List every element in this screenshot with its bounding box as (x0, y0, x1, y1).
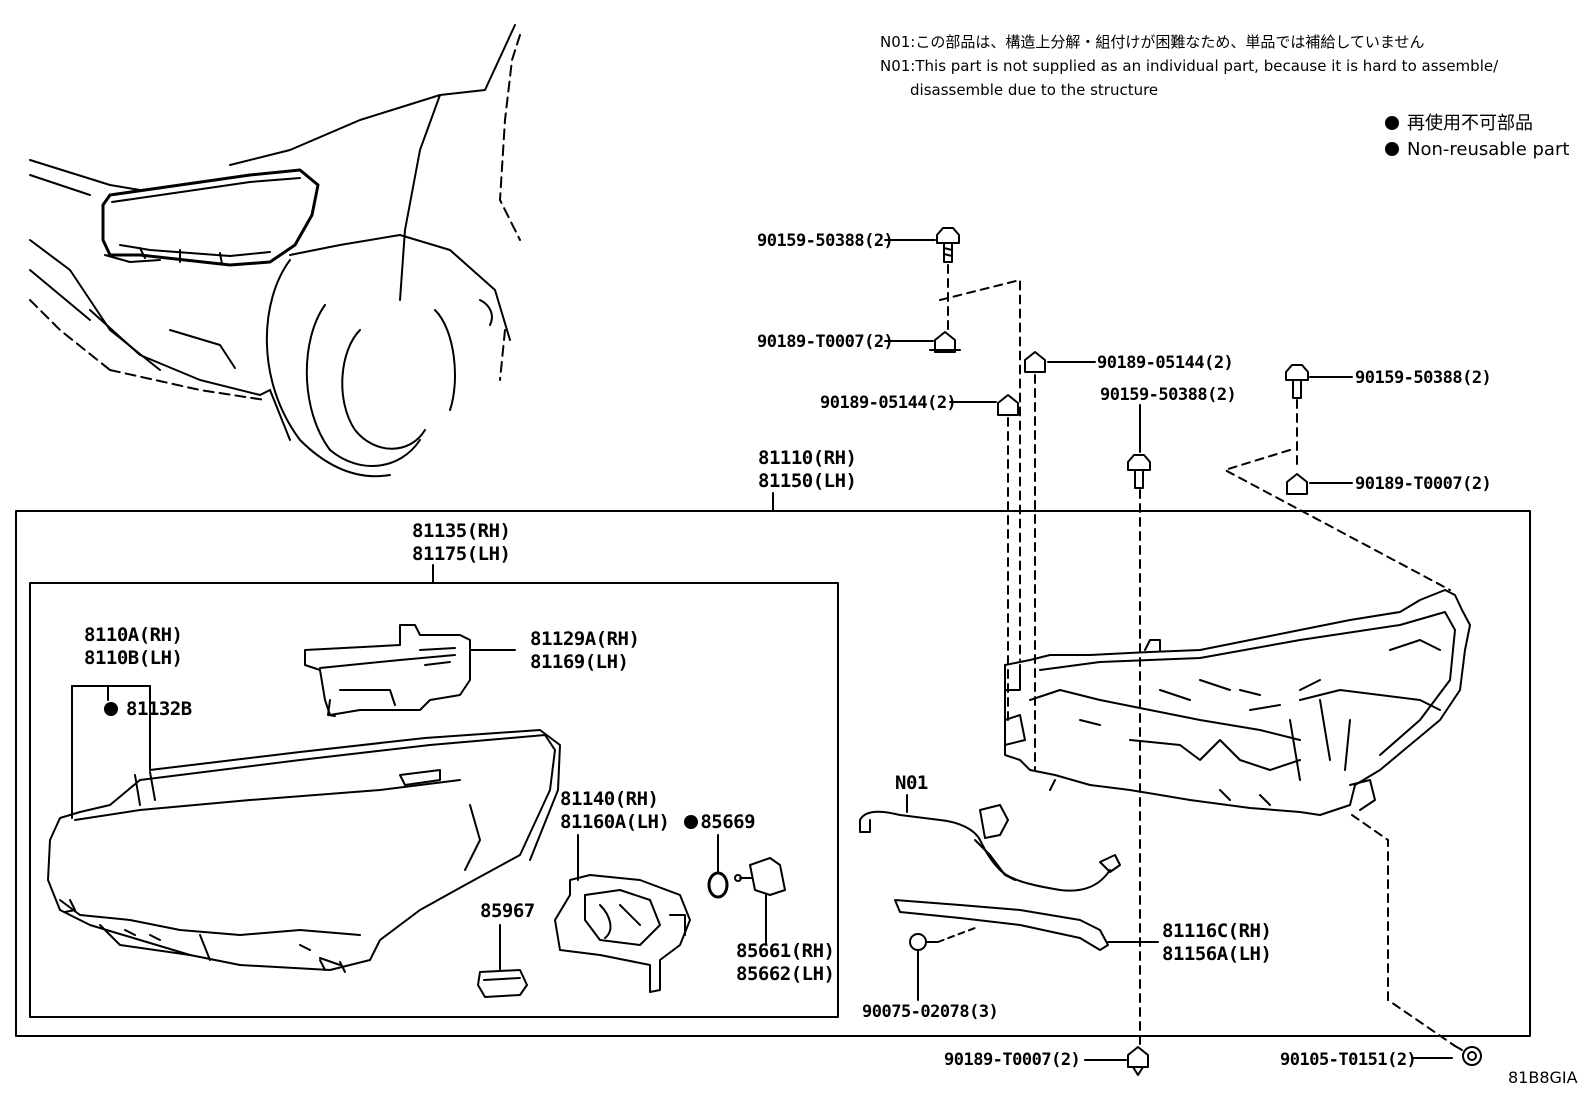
label-reflector-rh: 81140(RH) (560, 788, 659, 810)
label-bracket-rh: 81129A(RH) (530, 628, 640, 650)
non-reusable-dot-icon (684, 815, 699, 829)
label-assy-rh: 81110(RH) (758, 447, 857, 469)
label-gasket: 81132B (104, 698, 192, 720)
label-assy-lh: 81150(LH) (758, 470, 857, 492)
non-reusable-dot-icon (104, 702, 118, 716)
non-reusable-dot-icon (1385, 116, 1399, 130)
legend-jp: 再使用不可部品 (1385, 113, 1533, 135)
non-reusable-dot-icon (1385, 142, 1399, 156)
legend-en-text: Non-reusable part (1407, 139, 1570, 160)
note-n01-jp: N01:この部品は、構造上分解・組付けが困難なため、単品では補給していません (880, 33, 1425, 51)
trim-drawing (894, 899, 1109, 951)
actuator-drawing (734, 857, 786, 896)
label-actuator-lh: 85662(LH) (736, 963, 835, 985)
nut-bottom (1127, 1046, 1149, 1076)
label-bolt-right: 90159-50388(2) (1355, 368, 1492, 388)
note-n01-en-line1: N01:This part is not supplied as an indi… (880, 57, 1499, 75)
bracket-drawing (304, 624, 471, 717)
label-socket: 85967 (480, 900, 535, 922)
note-n01-en-line2: disassemble due to the structure (910, 81, 1159, 99)
label-nut-bottom: 90189-T0007(2) (944, 1050, 1081, 1070)
label-reflector-lh-text: 81160A(LH) (560, 811, 670, 833)
socket-drawing (477, 969, 528, 998)
label-unit-rh: 81135(RH) (412, 520, 511, 542)
nut-05144-upper (1024, 351, 1046, 373)
nut-05144-lower (997, 394, 1019, 416)
figure-code: 81B8GIA (1508, 1068, 1578, 1087)
vehicle-inset-drawing (29, 24, 521, 478)
bolt-top-left (936, 227, 960, 263)
label-actuator-rh: 85661(RH) (736, 940, 835, 962)
label-trim-lh: 81156A(LH) (1162, 943, 1272, 965)
wire-harness-drawing (859, 804, 1121, 892)
bolt-center (1127, 454, 1151, 489)
label-lens-rh: 8110A(RH) (84, 624, 183, 646)
label-bolt-center: 90159-50388(2) (1100, 385, 1237, 405)
label-unit-lh: 81175(LH) (412, 543, 511, 565)
label-lens-lh: 8110B(LH) (84, 647, 183, 669)
label-seal-text: 85669 (700, 811, 756, 833)
label-nut-top-left: 90189-T0007(2) (757, 332, 894, 352)
label-bracket-lh: 81169(LH) (530, 651, 629, 673)
headlamp-assembly-drawing (1004, 589, 1471, 816)
label-nut-05144-upper: 90189-05144(2) (1097, 353, 1234, 373)
label-nut-right: 90189-T0007(2) (1355, 474, 1492, 494)
label-screw: 90075-02078(3) (862, 1002, 999, 1022)
label-wire-n01: N01 (895, 772, 928, 794)
nut-top-left (929, 331, 961, 353)
screw-bottom (1454, 1045, 1482, 1066)
nut-right (1286, 473, 1308, 495)
bolt-right (1285, 364, 1309, 399)
label-trim-rh: 81116C(RH) (1162, 920, 1272, 942)
label-screw-bottom: 90105-T0151(2) (1280, 1050, 1417, 1070)
reflector-drawing (554, 874, 691, 993)
screw-drawing (909, 927, 976, 951)
label-bolt-top-left: 90159-50388(2) (757, 231, 894, 251)
label-reflector-lh: 81160A(LH) 85669 (560, 811, 756, 833)
legend-en: Non-reusable part (1385, 139, 1569, 161)
lens-drawing (47, 729, 561, 973)
label-gasket-text: 81132B (126, 698, 192, 720)
label-nut-05144-lower: 90189-05144(2) (820, 393, 957, 413)
seal-ring (707, 871, 729, 899)
legend-jp-text: 再使用不可部品 (1407, 113, 1533, 134)
